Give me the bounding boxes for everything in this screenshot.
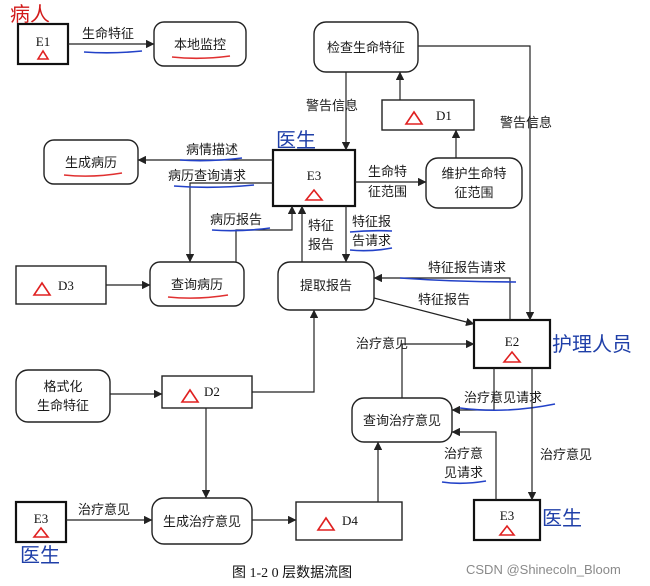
process-generate-treatment-label: 生成治疗意见 — [163, 514, 241, 530]
entity-e3-top-label: E3 — [307, 168, 321, 183]
flow-treatment-opinion-a-label: 治疗意见 — [356, 336, 408, 352]
flow-treatment-opinion-req-a-label: 治疗意见请求 — [464, 390, 542, 406]
flow-alarm-left-label: 警告信息 — [306, 98, 358, 114]
process-query-record-label: 查询病历 — [171, 278, 223, 293]
flow-vital-signs-label: 生命特征 — [82, 26, 134, 42]
flow-vital-range-line1: 生命特 — [368, 164, 407, 180]
process-extract-report-label: 提取报告 — [300, 278, 352, 294]
flow-vital-range-line2: 征范围 — [368, 185, 407, 200]
flow-vital-report-b — [373, 297, 475, 327]
store-d1: D1 — [381, 99, 475, 131]
process-maintain-range: 维护生命特 征范围 — [425, 157, 523, 209]
triangle-icon — [316, 516, 336, 531]
flow-vital-report-req-a-line2: 告请求 — [352, 234, 391, 249]
annotation-doctor-top: 医生 — [276, 128, 316, 152]
entity-e3-bottom-left-label: E3 — [34, 511, 48, 526]
process-check-vitals-label: 检查生命特征 — [327, 40, 405, 56]
store-d3-label: D3 — [58, 278, 74, 293]
flow-record-report-label: 病历报告 — [210, 213, 262, 228]
process-local-monitor-label: 本地监控 — [174, 38, 226, 53]
process-maintain-range-line1: 维护生命特 — [441, 166, 506, 182]
triangle-icon — [180, 388, 200, 403]
annotation-patient: 病人 — [10, 2, 50, 26]
process-maintain-range-line2: 征范围 — [454, 186, 493, 201]
entity-e3-top: E3 — [271, 148, 357, 208]
triangle-icon — [498, 524, 516, 536]
flow-treatment-opinion-req-b-line1: 治疗意 — [444, 446, 483, 462]
process-extract-report: 提取报告 — [277, 261, 375, 311]
flow-treatment-opinion-c-label: 治疗意见 — [78, 502, 130, 518]
flow-vital-report-b-label: 特征报告 — [418, 293, 470, 308]
flow-vital-report-a-line1: 特征 — [308, 219, 334, 234]
flow-condition-desc-label: 病情描述 — [186, 143, 238, 158]
store-d2-label: D2 — [204, 384, 220, 399]
store-d4-label: D4 — [342, 513, 358, 528]
flow-treatment-opinion-a — [401, 339, 475, 398]
store-d1-label: D1 — [436, 108, 452, 123]
flow-treatment-opinion-req-b — [451, 427, 497, 500]
triangle-icon — [404, 110, 424, 125]
process-generate-record: 生成病历 — [43, 139, 139, 185]
entity-e2-label: E2 — [505, 334, 519, 349]
flow-vital-report-req-b-label: 特征报告请求 — [428, 261, 506, 276]
process-generate-treatment: 生成治疗意见 — [151, 497, 253, 545]
entity-e2: E2 — [472, 318, 552, 370]
store-d4: D4 — [295, 501, 403, 541]
flow-d2-to-extract — [252, 309, 319, 393]
entity-e1-label: E1 — [36, 34, 50, 49]
entity-e1: E1 — [16, 22, 70, 66]
triangle-icon — [32, 526, 50, 538]
entity-e3-bottom-right: E3 — [472, 498, 542, 542]
process-check-vitals: 检查生命特征 — [313, 21, 419, 73]
flow-alarm-right-label: 警告信息 — [500, 115, 552, 131]
store-d3: D3 — [15, 265, 107, 305]
triangle-icon — [36, 49, 50, 60]
flow-record-query-req-label: 病历查询请求 — [168, 169, 246, 184]
flow-record-query-req — [185, 182, 273, 263]
flow-treatment-opinion-req-b-line2: 见请求 — [444, 466, 483, 481]
flow-treatment-opinion-b-label: 治疗意见 — [540, 447, 592, 463]
flow-alarm-right — [418, 45, 535, 321]
flow-record-report — [235, 205, 297, 262]
entity-e3-bottom-left: E3 — [14, 500, 68, 544]
process-format-vitals: 格式化 生命特征 — [15, 369, 111, 423]
figure-caption: 图 1-2 0 层数据流图 — [232, 565, 352, 581]
flow-vital-report-req-a-line1: 特征报 — [352, 215, 391, 230]
store-d2: D2 — [161, 375, 253, 409]
process-format-vitals-line1: 格式化 — [43, 379, 82, 395]
flow-vital-report-req-b — [373, 273, 511, 320]
watermark: CSDN @Shinecoln_Bloom — [466, 562, 621, 577]
annotation-nurse: 护理人员 — [552, 332, 632, 356]
annotation-doctor-bottom-left: 医生 — [20, 543, 60, 567]
entity-e3-bottom-right-label: E3 — [500, 508, 514, 523]
process-query-treatment: 查询治疗意见 — [351, 397, 453, 443]
process-query-record: 查询病历 — [149, 261, 245, 307]
process-local-monitor: 本地监控 — [153, 21, 247, 67]
flow-vital-report-a-line2: 报告 — [308, 238, 334, 253]
triangle-icon — [502, 350, 522, 363]
annotation-doctor-bottom-right: 医生 — [542, 506, 582, 530]
process-generate-record-label: 生成病历 — [65, 156, 117, 171]
triangle-icon — [32, 281, 52, 296]
process-format-vitals-line2: 生命特征 — [37, 398, 89, 414]
process-query-treatment-label: 查询治疗意见 — [363, 413, 441, 429]
triangle-icon — [304, 188, 324, 201]
